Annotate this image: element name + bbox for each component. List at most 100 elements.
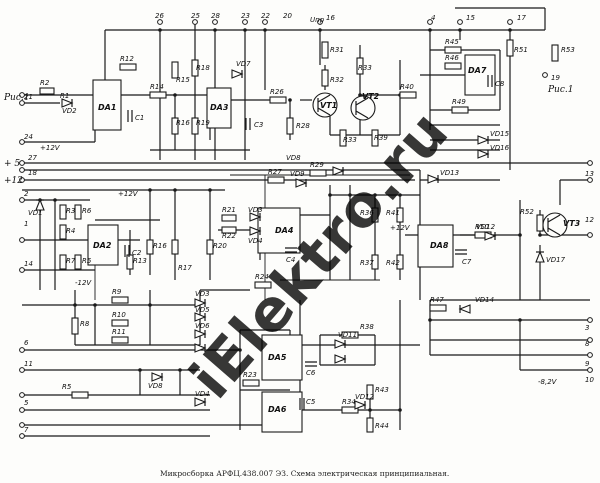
terminal-26: 26 xyxy=(155,12,164,20)
terminals xyxy=(19,19,593,439)
transistors xyxy=(312,92,568,238)
resistor-label: R5 xyxy=(82,257,92,265)
terminal-16: 16 xyxy=(326,14,335,22)
diode-label: VD14 xyxy=(475,296,494,304)
capacitor-label: C5 xyxy=(306,398,316,406)
resistor-label: R24 xyxy=(255,273,269,281)
resistor-label: R42 xyxy=(386,259,400,267)
resistor-label: R33 xyxy=(358,64,372,72)
terminal-labels: 26 25 28 23 22 20 16 17 15 4 18 19 27 12… xyxy=(24,12,594,434)
plus12v-label-1: +12V xyxy=(118,190,139,198)
resistor-label: R52 xyxy=(520,208,534,216)
resistor-label: R9 xyxy=(112,288,122,296)
terminal-21: 21 xyxy=(24,93,33,101)
opamp-DA1: DA1 xyxy=(98,103,116,112)
resistor-label: R22 xyxy=(222,232,236,240)
terminal-20: 20 xyxy=(283,12,292,20)
resistor-label: R33 xyxy=(343,136,357,144)
diode-label: VD3 xyxy=(248,206,263,214)
junction-dots xyxy=(38,28,542,412)
diode-label: VD17 xyxy=(546,256,566,264)
plus12-label: +12 xyxy=(4,176,23,186)
diode-label: VD4 xyxy=(248,237,263,245)
fig1-left-label: Рис.1 xyxy=(3,93,29,103)
terminal-15: 15 xyxy=(466,14,475,22)
terminal-10: 10 xyxy=(585,376,594,384)
diode-label: VD16 xyxy=(490,144,510,152)
opamp-DA6: DA6 xyxy=(268,405,287,414)
opamp-DA2: DA2 xyxy=(93,241,112,250)
capacitors xyxy=(124,75,493,410)
terminal-19: 19 xyxy=(551,74,560,82)
diode-label: VD12 xyxy=(476,223,496,231)
resistor-label: R7 xyxy=(66,257,76,265)
resistor-label: R37 xyxy=(360,259,374,267)
diode-labels: VD2 VD7 VD9 VD8 VD3 VD4 VD13 VD15 VD16 V… xyxy=(28,60,566,401)
diode-label: VD5 xyxy=(195,306,210,314)
resistor-label: R3 xyxy=(66,207,75,215)
resistor-label: R21 xyxy=(222,206,236,214)
opamp-DA8: DA8 xyxy=(430,241,449,250)
resistor-label: R4 xyxy=(66,227,75,235)
resistor-label: R40 xyxy=(400,83,414,91)
terminal-17: 17 xyxy=(517,14,526,22)
capacitor-label: C3 xyxy=(254,121,263,129)
resistor-label: R50 xyxy=(475,223,489,231)
diode-label: VD15 xyxy=(490,130,510,138)
resistor-label: R41 xyxy=(386,209,400,217)
terminal-14: 14 xyxy=(24,260,33,268)
resistor-label: R2 xyxy=(40,79,50,87)
resistor-label: R46 xyxy=(445,54,459,62)
capacitor-labels: C1 C3 C2 C4 C8 C7 C6 C5 xyxy=(132,80,505,406)
resistor-label: R12 xyxy=(120,55,134,63)
transistor-VT3: VT3 xyxy=(563,219,581,228)
resistor-label: R29 xyxy=(310,161,324,169)
terminal-23: 23 xyxy=(241,12,250,20)
resistor-label: R43 xyxy=(375,386,389,394)
minus12-label: -12V xyxy=(75,279,92,287)
resistor-bodies xyxy=(39,39,559,433)
resistor-label: R11 xyxy=(112,328,126,336)
resistor-label: R16 xyxy=(176,119,190,127)
capacitor-label: C2 xyxy=(132,249,142,257)
resistor-label: R15 xyxy=(176,76,190,84)
diode-label: VD2 xyxy=(62,107,77,115)
opamp-blocks xyxy=(87,54,496,433)
diode-label: VD13 xyxy=(440,169,459,177)
diode-label: VD4 xyxy=(195,390,210,398)
plus12v-label-2: +12V xyxy=(40,144,61,152)
terminal-28: 28 xyxy=(211,12,220,20)
diode-label: VD11 xyxy=(338,331,357,339)
resistor-label: R1 xyxy=(60,92,69,100)
diode-label: VD8 xyxy=(148,382,163,390)
resistor-label: R5 xyxy=(62,383,72,391)
capacitor-label: C1 xyxy=(135,114,144,122)
terminal-24: 24 xyxy=(24,133,33,141)
resistor-label: R49 xyxy=(452,98,466,106)
capacitor-label: C8 xyxy=(495,80,505,88)
opamp-DA5: DA5 xyxy=(268,353,287,362)
vpit-label: Uпр xyxy=(310,16,325,24)
resistor-label: R36 xyxy=(360,209,374,217)
resistor-label: R27 xyxy=(268,168,282,176)
terminal-27: 27 xyxy=(28,154,37,162)
resistor-label: R19 xyxy=(196,119,210,127)
resistor-label: R53 xyxy=(561,46,575,54)
resistor-label: R8 xyxy=(80,320,90,328)
resistor-label: R34 xyxy=(342,398,356,406)
resistor-label: R14 xyxy=(150,83,164,91)
opamp-labels: DA1 DA2 DA3 DA4 DA5 DA6 DA7 DA8 xyxy=(93,66,487,414)
resistor-label: R32 xyxy=(330,76,344,84)
resistor-label: R20 xyxy=(213,242,227,250)
capacitor-label: C4 xyxy=(286,256,295,264)
terminal-22: 22 xyxy=(261,12,270,20)
capacitor-label: C6 xyxy=(306,369,316,377)
terminal-18: 18 xyxy=(28,169,37,177)
terminal-3: 3 xyxy=(585,324,589,332)
terminal-25: 25 xyxy=(191,12,200,20)
resistor-label: R13 xyxy=(133,257,147,265)
diode-label: VD7 xyxy=(236,60,251,68)
power-labels: Рис.1 Рис.1 + 5 +12 -8,2V Uпр -12V +12V … xyxy=(3,16,573,386)
